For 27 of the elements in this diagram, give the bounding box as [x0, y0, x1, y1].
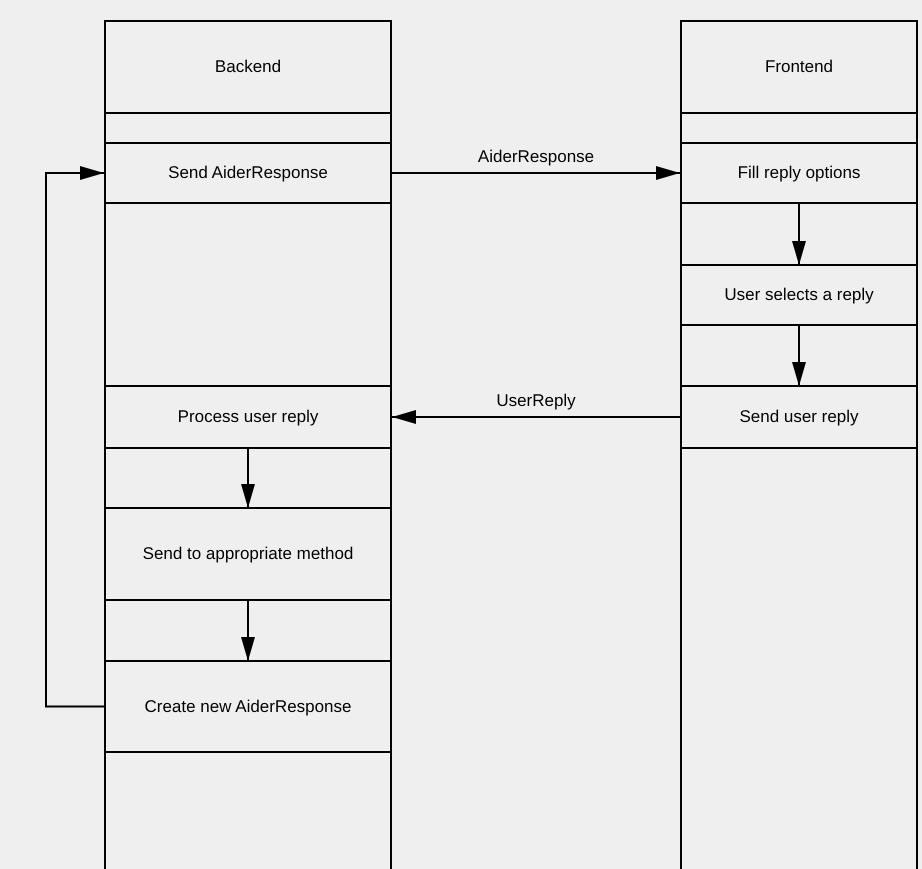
swimlane	[680, 20, 918, 869]
arrow	[792, 325, 806, 386]
process-row	[682, 264, 916, 326]
process-row	[106, 385, 390, 449]
edge-label: UserReply	[496, 390, 576, 412]
arrow	[792, 203, 806, 265]
step-label: Create new AiderResponse	[144, 696, 352, 718]
arrow	[45, 166, 104, 708]
arrow	[392, 166, 680, 180]
process-row	[682, 142, 916, 204]
process-row	[106, 142, 390, 204]
arrow	[392, 410, 680, 424]
edge-label: AiderResponse	[478, 146, 594, 168]
step-label: Send AiderResponse	[168, 162, 328, 184]
lane-title: Frontend	[764, 56, 834, 78]
process-row	[106, 660, 390, 753]
step-label: Fill reply options	[738, 162, 860, 184]
step-label: Send to appropriate method	[142, 543, 354, 565]
process-row	[682, 385, 916, 449]
process-row	[106, 507, 390, 601]
step-label: Send user reply	[739, 406, 859, 428]
swimlane	[104, 20, 392, 869]
step-label: Process user reply	[178, 406, 318, 428]
arrow	[241, 600, 255, 661]
lane-title: Backend	[214, 56, 282, 78]
step-label: User selects a reply	[724, 284, 874, 306]
arrow	[241, 448, 255, 508]
